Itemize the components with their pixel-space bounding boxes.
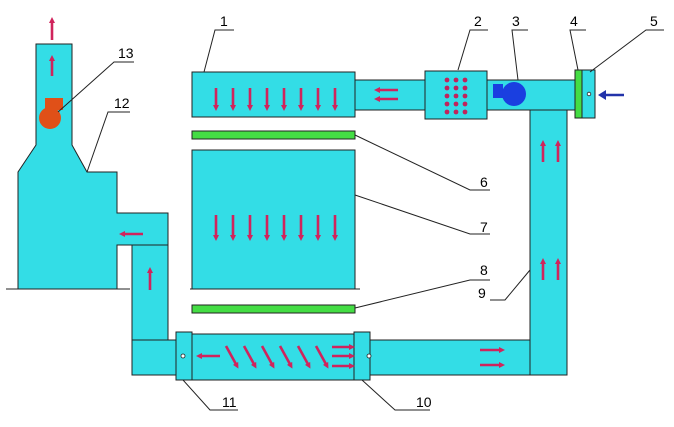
arrow-icon <box>296 345 311 369</box>
right-riser-duct <box>529 109 568 376</box>
arrow-icon <box>242 345 257 369</box>
label-10: 10 <box>416 394 432 410</box>
middle-chamber <box>191 149 356 290</box>
label-6: 6 <box>480 174 488 190</box>
label-12: 12 <box>114 95 130 111</box>
return-riser-duct <box>131 244 169 341</box>
label-7: 7 <box>480 219 488 235</box>
label-5: 5 <box>650 13 658 29</box>
flow-arrows <box>49 17 561 369</box>
dot-grid-icon <box>444 77 468 115</box>
label-4: 4 <box>570 13 578 29</box>
filter-4 <box>574 69 583 119</box>
stack-fan-icon <box>39 98 63 129</box>
label-11: 11 <box>222 394 237 410</box>
flange-10-hole <box>366 353 372 359</box>
inlet-arrow-icon <box>598 90 624 100</box>
label-13: 13 <box>118 45 134 61</box>
plate-6 <box>191 130 356 140</box>
flange-11-hole <box>180 353 186 359</box>
label-3: 3 <box>512 13 520 29</box>
arrow-icon <box>224 345 239 369</box>
plate-8 <box>191 304 356 314</box>
arrow-icon <box>260 345 275 369</box>
label-1: 1 <box>220 13 228 29</box>
label-9: 9 <box>478 285 486 301</box>
inlet-flange-hole <box>586 91 592 97</box>
label-2: 2 <box>474 13 482 29</box>
label-8: 8 <box>480 262 488 278</box>
leader-lines <box>57 29 664 411</box>
arrow-icon <box>278 345 293 369</box>
arrow-icon <box>314 345 329 369</box>
centrifugal-fan-icon <box>493 82 526 106</box>
